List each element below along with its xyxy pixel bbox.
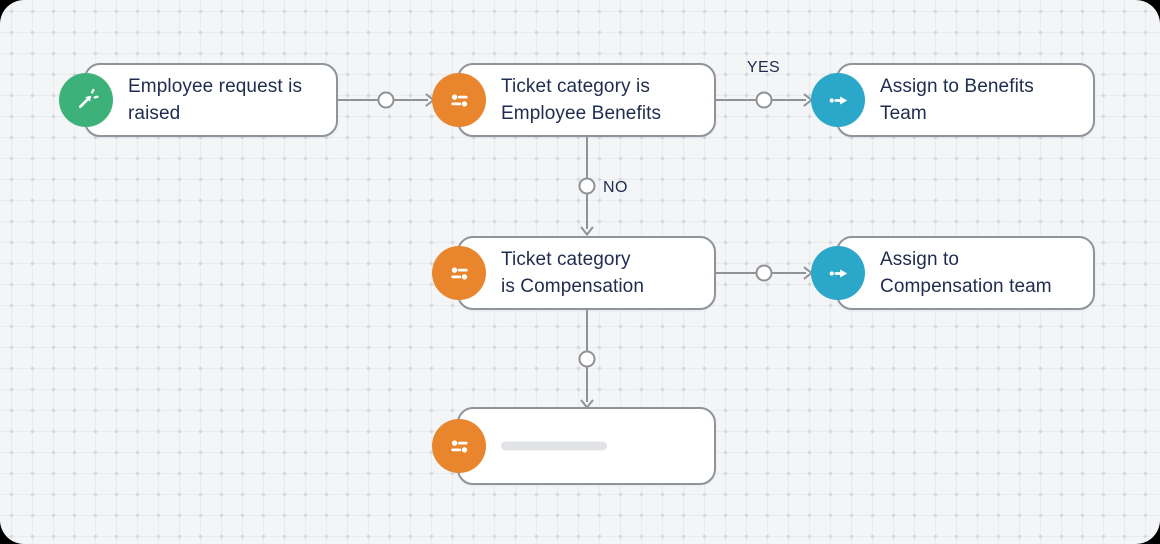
connector-benefits-no-branch (578, 137, 596, 237)
sliders-icon (432, 419, 486, 473)
cursor-click-icon (59, 73, 113, 127)
node-label: Employee request is raised (128, 76, 303, 124)
node-label: Assign to Benefits Team (880, 76, 1034, 124)
node-action-assign-compensation-team[interactable]: Assign to Compensation team (811, 236, 1095, 310)
connector-node-handle[interactable] (377, 91, 394, 109)
connector-node-handle[interactable] (755, 91, 772, 109)
branch-label-no: NO (603, 179, 628, 196)
connector-node-handle[interactable] (755, 264, 772, 282)
node-condition-compensation[interactable]: Ticket category is Compensation (432, 236, 716, 310)
assign-arrow-icon (811, 246, 865, 300)
node-condition-employee-benefits[interactable]: Ticket category is Employee Benefits (432, 63, 716, 137)
node-condition-empty-placeholder[interactable] (432, 407, 716, 485)
connector-benefits-yes-branch (716, 91, 814, 109)
placeholder-bar (501, 441, 607, 451)
node-trigger-employee-request[interactable]: Employee request is raised (59, 63, 338, 137)
connector-node-handle[interactable] (578, 350, 596, 367)
node-label: Assign to Compensation team (880, 249, 1052, 297)
assign-arrow-icon (811, 73, 865, 127)
branch-label-yes: YES (746, 59, 781, 76)
node-label: Ticket category is Compensation (501, 249, 645, 297)
connector-trigger-to-benefits-condition (338, 91, 436, 109)
sliders-icon (432, 246, 486, 300)
node-label: Ticket category is Employee Benefits (501, 76, 662, 124)
arrowhead-down-icon (580, 226, 594, 237)
node-action-assign-benefits-team[interactable]: Assign to Benefits Team (811, 63, 1095, 137)
connector-compensation-to-next-step (578, 310, 596, 410)
sliders-icon (432, 73, 486, 127)
connector-compensation-to-action (716, 264, 814, 282)
connector-node-handle[interactable] (578, 177, 596, 194)
